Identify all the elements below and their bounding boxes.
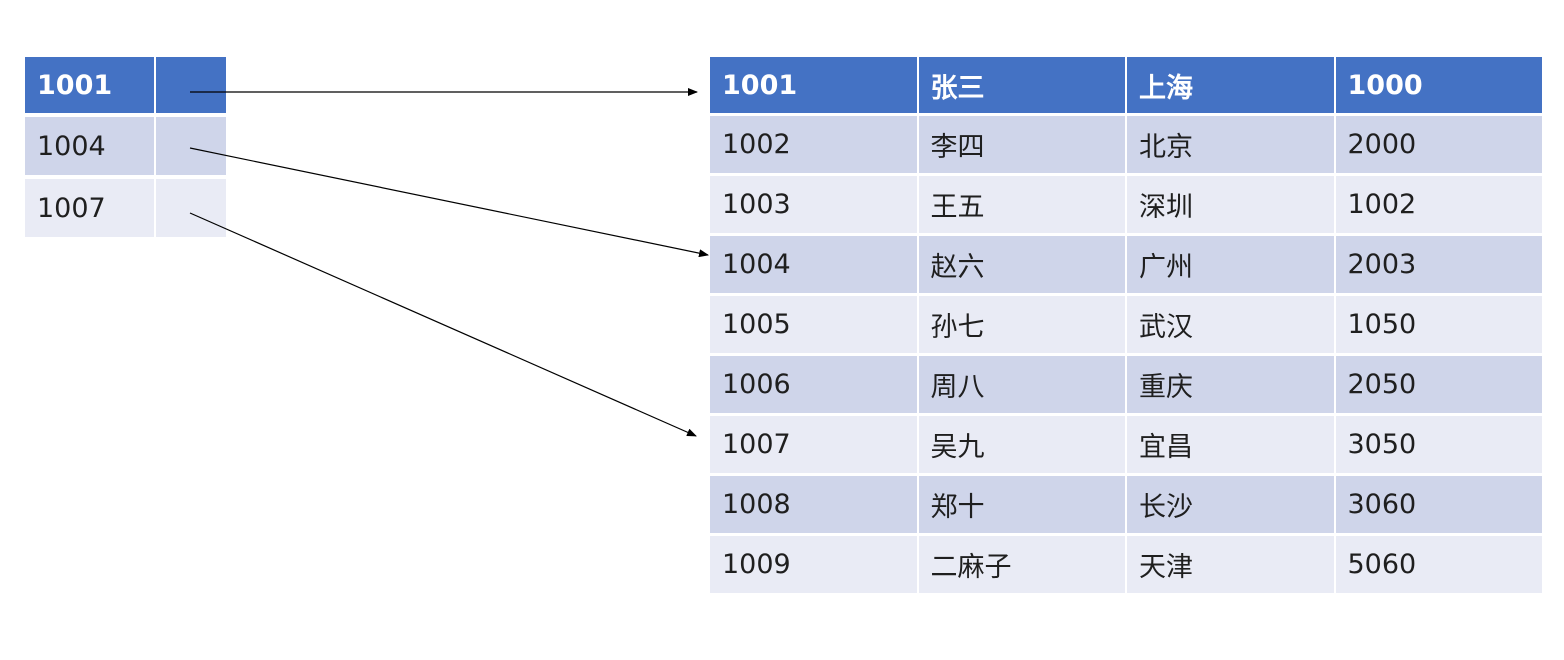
pointer-arrow-1004 bbox=[189, 147, 709, 258]
id-cell: 1008 bbox=[710, 476, 917, 533]
index-key-cell: 1001 bbox=[25, 57, 154, 113]
city-cell: 长沙 bbox=[1127, 476, 1334, 533]
id-cell: 1005 bbox=[710, 296, 917, 353]
id-cell: 1006 bbox=[710, 356, 917, 413]
value-cell: 3060 bbox=[1335, 476, 1542, 533]
name-cell: 赵六 bbox=[918, 236, 1125, 293]
value-cell: 2050 bbox=[1335, 356, 1542, 413]
index-table: 1001 1004 1007 bbox=[25, 57, 226, 237]
city-cell: 宜昌 bbox=[1127, 416, 1334, 473]
value-cell: 1050 bbox=[1335, 296, 1542, 353]
index-key-cell: 1004 bbox=[25, 117, 154, 175]
name-cell: 周八 bbox=[918, 356, 1125, 413]
value-cell: 1000 bbox=[1335, 57, 1542, 113]
name-cell: 张三 bbox=[918, 57, 1125, 113]
id-cell: 1003 bbox=[710, 176, 917, 233]
city-cell: 北京 bbox=[1127, 116, 1334, 173]
data-table: 1001 张三 上海 1000 1002 李四 北京 2000 1003 王五 … bbox=[710, 57, 1542, 593]
index-key-cell: 1007 bbox=[25, 179, 154, 237]
name-cell: 二麻子 bbox=[918, 536, 1125, 593]
pointer-arrow-1007 bbox=[189, 212, 697, 437]
value-cell: 1002 bbox=[1335, 176, 1542, 233]
id-cell: 1002 bbox=[710, 116, 917, 173]
id-cell: 1004 bbox=[710, 236, 917, 293]
name-cell: 吴九 bbox=[918, 416, 1125, 473]
id-cell: 1001 bbox=[710, 57, 917, 113]
index-pointer-cell bbox=[156, 179, 226, 237]
id-cell: 1007 bbox=[710, 416, 917, 473]
index-pointer-cell bbox=[156, 57, 226, 113]
value-cell: 2000 bbox=[1335, 116, 1542, 173]
name-cell: 孙七 bbox=[918, 296, 1125, 353]
city-cell: 天津 bbox=[1127, 536, 1334, 593]
name-cell: 王五 bbox=[918, 176, 1125, 233]
city-cell: 重庆 bbox=[1127, 356, 1334, 413]
city-cell: 上海 bbox=[1127, 57, 1334, 113]
city-cell: 武汉 bbox=[1127, 296, 1334, 353]
index-pointer-cell bbox=[156, 117, 226, 175]
name-cell: 郑十 bbox=[918, 476, 1125, 533]
city-cell: 深圳 bbox=[1127, 176, 1334, 233]
value-cell: 2003 bbox=[1335, 236, 1542, 293]
city-cell: 广州 bbox=[1127, 236, 1334, 293]
id-cell: 1009 bbox=[710, 536, 917, 593]
value-cell: 3050 bbox=[1335, 416, 1542, 473]
value-cell: 5060 bbox=[1335, 536, 1542, 593]
name-cell: 李四 bbox=[918, 116, 1125, 173]
